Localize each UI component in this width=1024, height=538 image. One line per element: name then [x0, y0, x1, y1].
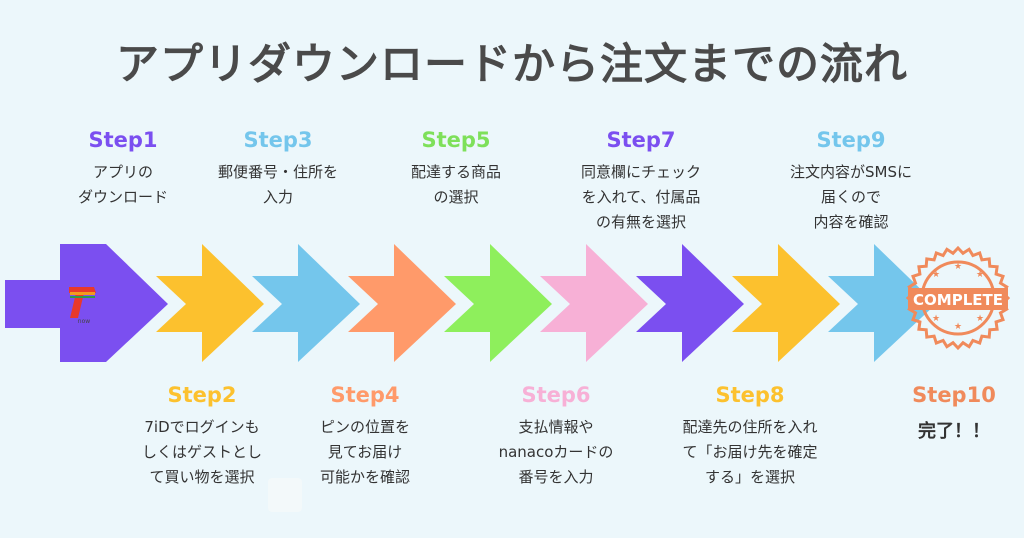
- stamp-star-icon: ★: [976, 314, 984, 324]
- step-3: Step3 郵便番号・住所を 入力: [178, 128, 378, 210]
- step-4: Step4 ピンの位置を 見てお届け 可能かを確認: [265, 383, 465, 490]
- flow-arrow-1: [60, 244, 168, 362]
- flow-arrow-2: [156, 244, 264, 362]
- logo-label: now: [78, 318, 90, 325]
- step-label: Step4: [330, 383, 400, 407]
- step-label: Step5: [421, 128, 491, 152]
- flow-arrow-9: [828, 244, 936, 362]
- step-label: Step7: [606, 128, 676, 152]
- flow-arrow-6: [540, 244, 648, 362]
- step-label: Step1: [88, 128, 158, 152]
- step-5: Step5 配達する商品 の選択: [356, 128, 556, 210]
- faint-watermark: [268, 478, 302, 512]
- step-description: 完了！！: [918, 421, 990, 442]
- flow-arrow-4: [348, 244, 456, 362]
- flow-arrow-8: [732, 244, 840, 362]
- stamp-banner: [908, 288, 1008, 310]
- stamp-star-icon: ★: [932, 314, 940, 324]
- step-label: Step6: [521, 383, 591, 407]
- step-description: 支払情報や nanacoカードの 番号を入力: [498, 418, 614, 486]
- step-label: Step9: [816, 128, 886, 152]
- step-label: Step3: [243, 128, 313, 152]
- complete-stamp: ★ ★ ★ ★ ★ ★ COMPLETE: [906, 245, 1010, 351]
- step-description: 配達先の住所を入れ て「お届け先を確定 する」を選択: [682, 418, 818, 486]
- step-7: Step7 同意欄にチェック を入れて、付属品 の有無を選択: [541, 128, 741, 235]
- step-10: Step10 完了！！: [854, 383, 1024, 444]
- page-title: アプリダウンロードから注文までの流れ: [116, 40, 908, 90]
- arrow-tail: [5, 280, 67, 328]
- stamp-text: COMPLETE: [913, 291, 1003, 309]
- step-8: Step8 配達先の住所を入れ て「お届け先を確定 する」を選択: [650, 383, 850, 490]
- stamp-star-icon: ★: [954, 262, 962, 272]
- step-description: 7iDでログインも しくはゲストとし て買い物を選択: [141, 418, 262, 486]
- flow-arrow-7: [636, 244, 744, 362]
- flow-arrow-5: [444, 244, 552, 362]
- flow-arrow-3: [252, 244, 360, 362]
- step-description: 同意欄にチェック を入れて、付属品 の有無を選択: [580, 163, 701, 231]
- step-label: Step2: [167, 383, 237, 407]
- seven-now-logo: now: [69, 287, 96, 325]
- step-description: アプリの ダウンロード: [77, 163, 168, 206]
- step-label: Step10: [912, 383, 996, 407]
- stamp-star-icon: ★: [932, 270, 940, 280]
- step-1: Step1 アプリの ダウンロード: [23, 128, 223, 210]
- step-description: 注文内容がSMSに 届くので 内容を確認: [790, 163, 912, 231]
- step-6: Step6 支払情報や nanacoカードの 番号を入力: [456, 383, 656, 490]
- stamp-star-icon: ★: [976, 270, 984, 280]
- step-label: Step8: [715, 383, 785, 407]
- step-description: 郵便番号・住所を 入力: [217, 163, 338, 206]
- step-2: Step2 7iDでログインも しくはゲストとし て買い物を選択: [102, 383, 302, 490]
- stamp-star-icon: ★: [954, 322, 962, 332]
- step-description: ピンの位置を 見てお届け 可能かを確認: [319, 418, 410, 486]
- step-9: Step9 注文内容がSMSに 届くので 内容を確認: [751, 128, 951, 235]
- step-description: 配達する商品 の選択: [410, 163, 501, 206]
